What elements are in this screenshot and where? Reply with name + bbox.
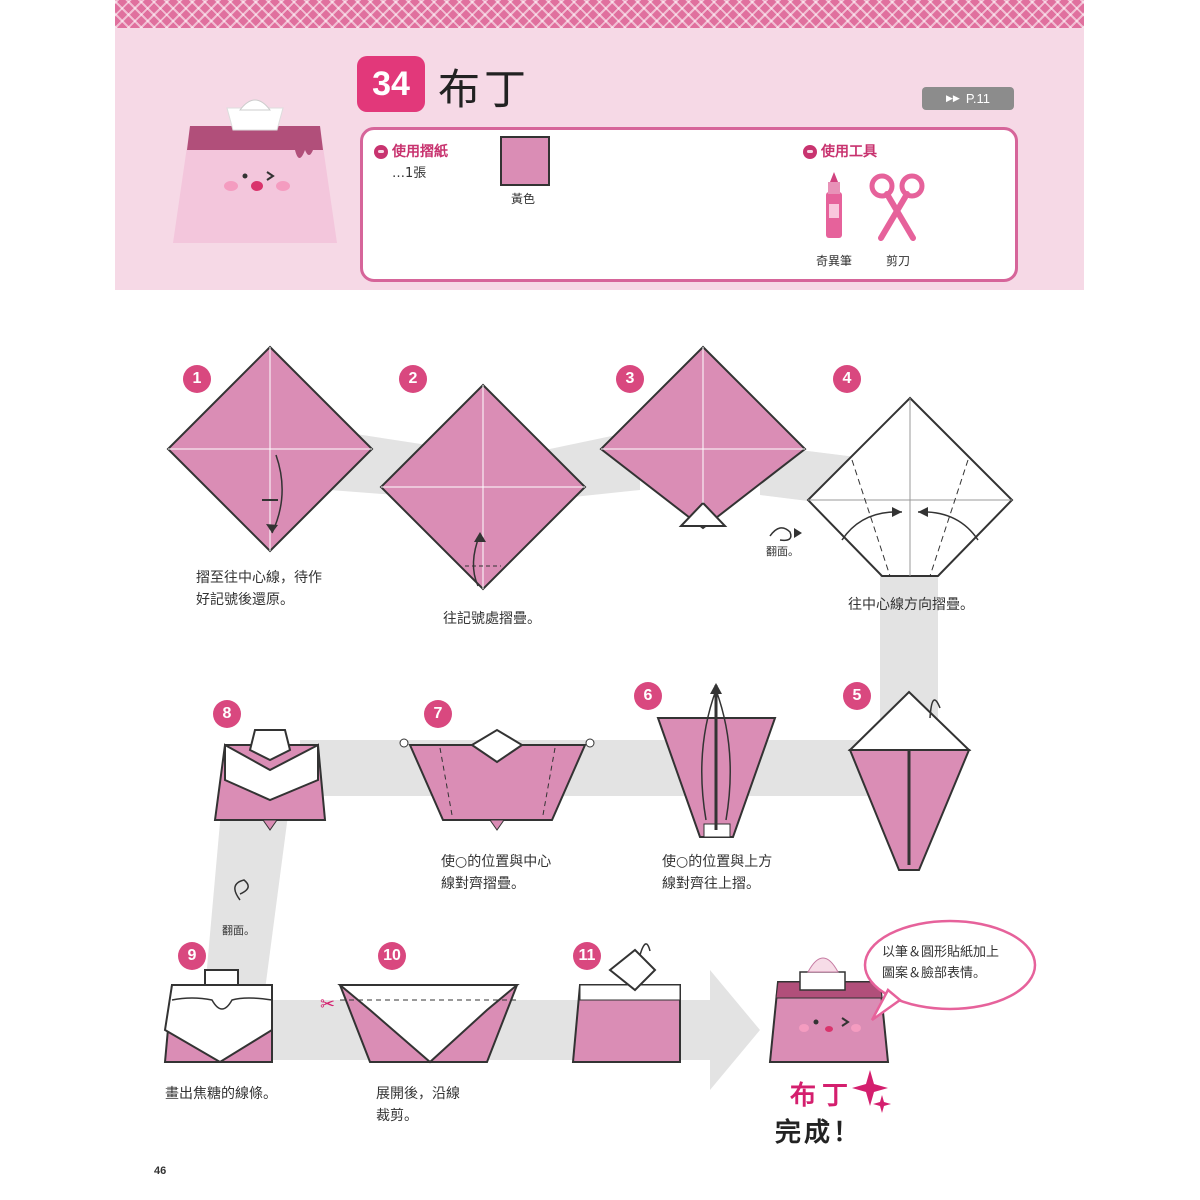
step-1-caption: 摺至往中心線，待作 好記號後還原。 [196, 567, 322, 611]
step-2-caption: 往記號處摺疊。 [443, 611, 541, 627]
page-title: 布丁 [438, 65, 531, 114]
step-number-11: 11 [573, 942, 601, 970]
step-2-diagram [379, 383, 587, 591]
step-number-6: 6 [634, 682, 662, 710]
whipped-cream [238, 99, 272, 111]
finished-pudding [768, 957, 890, 1063]
step-6-caption-line-1: 使○的位置與上方 [662, 854, 773, 870]
step-6-caption-line-2: 線對齊往上摺。 [662, 876, 760, 892]
step-8-diagram [213, 729, 327, 831]
bubble-tail [870, 988, 903, 1022]
step-number-2: 2 [399, 365, 427, 393]
step-4-caption: 往中心線方向摺疊。 [848, 597, 974, 613]
step-number-1: 1 [183, 365, 211, 393]
flow-segment-row2 [300, 740, 940, 796]
bubble-line-1: 以筆＆圓形貼紙加上 [882, 945, 1000, 960]
pudding-photo [173, 99, 337, 243]
sparkle-icon-2 [873, 1095, 891, 1113]
scissors-icon [869, 173, 925, 241]
step-number-4: 4 [833, 365, 861, 393]
flow-segment-8-9 [205, 800, 290, 990]
page-ref-badge: ▶▶ P.11 [922, 87, 1014, 110]
scissors-cut-icon: ✂ [320, 994, 335, 1015]
paper-color-name: 黃色 [511, 192, 536, 206]
tool-label-marker: 奇異筆 [816, 254, 853, 268]
step-1-diagram [166, 345, 374, 553]
play-icon: ▶▶ [946, 93, 960, 103]
mouth [251, 181, 263, 191]
step-9-diagram [163, 969, 273, 1064]
speech-bubble [863, 919, 1037, 1011]
steps-diagram: ✂ [163, 345, 1037, 1113]
step-number-7: 7 [424, 700, 452, 728]
page-number: 46 [154, 1165, 167, 1177]
cheek-right [276, 181, 290, 191]
materials-box [360, 127, 1018, 282]
step-3-diagram [599, 345, 807, 542]
step-9-caption: 畫出焦糖的線條。 [165, 1086, 277, 1102]
step-10-diagram: ✂ [320, 984, 520, 1064]
step-number-8: 8 [213, 700, 241, 728]
tool-label-scissors: 剪刀 [886, 254, 911, 268]
step-number-5: 5 [843, 682, 871, 710]
step-6-diagram [656, 683, 777, 838]
paper-swatch [500, 136, 550, 186]
model-number-badge: 34 [357, 56, 425, 112]
flip-icon-2 [234, 879, 249, 901]
paper-count: …1張 [392, 166, 427, 181]
step-7-caption-line-2: 線對齊摺疊。 [441, 876, 525, 892]
tools-bullet-icon [803, 144, 817, 159]
marker-icon [826, 172, 842, 238]
tools-label: 使用工具 [821, 144, 877, 160]
finish-title: 布丁 [790, 1081, 855, 1111]
step-3-note: 翻面。 [766, 545, 799, 558]
caramel-drip [295, 150, 313, 158]
eye-left [242, 173, 248, 179]
bubble-text: 以筆＆圓形貼紙加上 圖案＆臉部表情。 [882, 942, 999, 984]
cream-paper [226, 107, 284, 131]
tools-heading: 使用工具 [803, 141, 877, 161]
bubble-line-2: 圖案＆臉部表情。 [882, 966, 987, 981]
step-11-diagram [571, 943, 681, 1063]
step-8-note: 翻面。 [222, 924, 255, 937]
step-number-9: 9 [178, 942, 206, 970]
step-number-3: 3 [616, 365, 644, 393]
eye-wink [266, 171, 275, 181]
step-10-caption-line-2: 裁剪。 [376, 1108, 418, 1124]
flip-icon [769, 527, 792, 542]
step-10-caption-line-1: 展開後，沿線 [376, 1086, 460, 1102]
header-pattern [115, 0, 1084, 28]
sparkle-icon-1 [852, 1070, 888, 1106]
paper-label: 使用摺紙 [392, 144, 448, 160]
paper-heading: 使用摺紙 [374, 141, 448, 161]
paper-bullet-icon [374, 144, 388, 159]
finish-complete: 完成！ [775, 1118, 863, 1148]
step-7-diagram [399, 728, 595, 831]
page-ref-label: P.11 [965, 91, 990, 106]
step-1-caption-line-1: 摺至往中心線，待作 [196, 570, 322, 586]
cheek-left [224, 181, 238, 191]
step-1-caption-line-2: 好記號後還原。 [196, 592, 294, 608]
step-7-caption-line-1: 使○的位置與中心 [441, 854, 552, 870]
step-10-caption: 展開後，沿線 裁剪。 [376, 1083, 460, 1127]
step-7-caption: 使○的位置與中心 線對齊摺疊。 [441, 851, 551, 895]
step-5-diagram [847, 690, 972, 871]
step-6-caption: 使○的位置與上方 線對齊往上摺。 [662, 851, 772, 895]
step-number-10: 10 [378, 942, 406, 970]
step-4-diagram [806, 396, 1014, 577]
caramel-top [187, 126, 323, 150]
